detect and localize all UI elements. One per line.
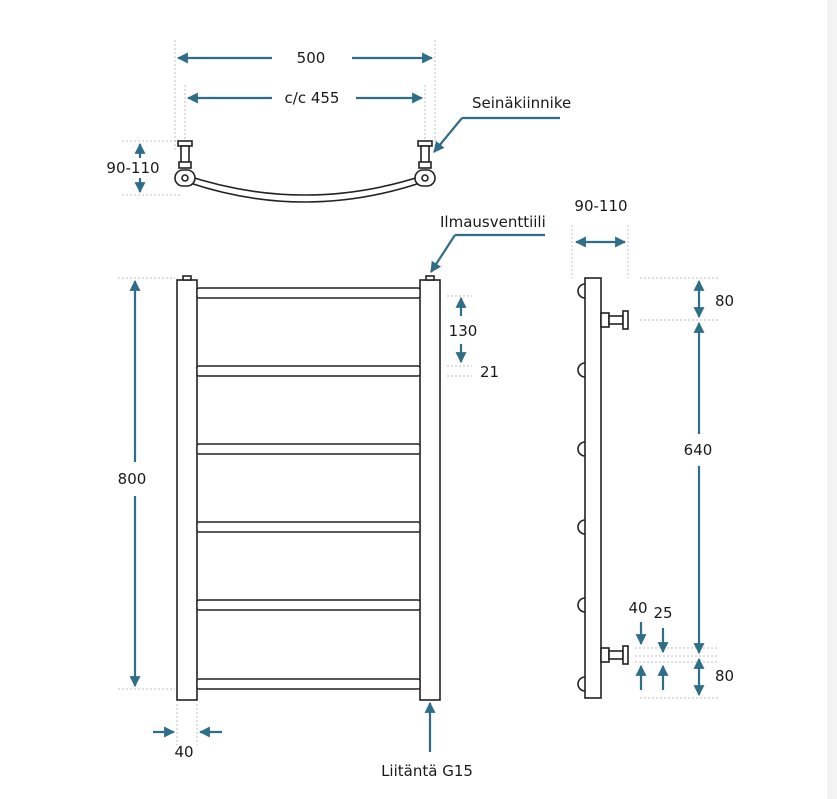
bracket-depth-side-label: 90-110 <box>574 197 627 215</box>
side-bar-stub-4 <box>577 519 586 535</box>
width-label: 500 <box>297 49 326 67</box>
curved-rail-outer <box>184 174 426 196</box>
side-bar-stub-3 <box>577 441 586 457</box>
bar-5 <box>196 599 421 611</box>
page-edge-strip <box>827 0 837 799</box>
side-top-bracket-nut <box>600 312 610 328</box>
bar-spacing-label: 21 <box>480 363 499 381</box>
bar-4 <box>196 521 421 533</box>
side-top-bracket-flange <box>622 310 629 330</box>
bar-1 <box>196 287 421 299</box>
bar-3 <box>196 443 421 455</box>
top-gap-label: 130 <box>449 322 478 340</box>
side-bottom-bracket-flange <box>622 645 629 665</box>
left-end-cap <box>174 169 196 187</box>
side-bottom-bracket <box>600 645 629 665</box>
side-bottom-label: 80 <box>715 667 734 685</box>
side-top-label: 80 <box>715 292 734 310</box>
wall-bracket-leader-arrow <box>433 117 463 153</box>
right-end-cap <box>414 169 436 187</box>
left-wall-bracket <box>177 140 193 169</box>
side-bottom-bracket-stem <box>608 650 624 660</box>
side-top-bracket-stem <box>608 315 624 325</box>
side-bar-stub-5 <box>577 597 586 613</box>
side-view: 90-110 80 <box>571 197 734 699</box>
air-vent-label: Ilmausventtiili <box>440 213 546 231</box>
right-post-plug <box>425 275 435 281</box>
center-distance-label: c/c 455 <box>285 89 340 107</box>
left-end-cap-hole <box>181 174 189 182</box>
side-bar-stub-2 <box>577 362 586 378</box>
left-post-plug <box>182 275 192 281</box>
side-post <box>584 277 602 699</box>
side-25-label: 25 <box>653 604 672 622</box>
connection-label: Liitäntä G15 <box>381 762 473 780</box>
wall-bracket-label: Seinäkiinnike <box>472 94 571 112</box>
left-post <box>176 279 198 701</box>
bar-2 <box>196 365 421 377</box>
right-wall-bracket <box>417 140 433 169</box>
side-top-bracket <box>600 310 629 330</box>
right-post <box>419 279 441 701</box>
bracket-depth-top-label: 90-110 <box>106 159 159 177</box>
height-label: 800 <box>118 470 147 488</box>
side-middle-label: 640 <box>684 441 713 459</box>
air-vent-leader-arrow <box>430 234 456 273</box>
post-width-label: 40 <box>174 743 193 761</box>
front-view: Ilmausventtiili 800 130 21 40 <box>118 213 546 780</box>
right-bracket-nut <box>418 161 432 169</box>
bar-6 <box>196 678 421 690</box>
left-bracket-nut <box>178 161 192 169</box>
side-40-label: 40 <box>628 599 647 617</box>
side-bar-stub-1 <box>577 283 586 299</box>
side-bottom-bracket-nut <box>600 647 610 663</box>
top-view: 500 c/c 455 Seinäkiinnike 90-110 <box>106 40 571 203</box>
side-bar-stub-6 <box>577 676 586 692</box>
right-end-cap-hole <box>421 174 429 182</box>
curved-rail-inner <box>189 182 421 203</box>
